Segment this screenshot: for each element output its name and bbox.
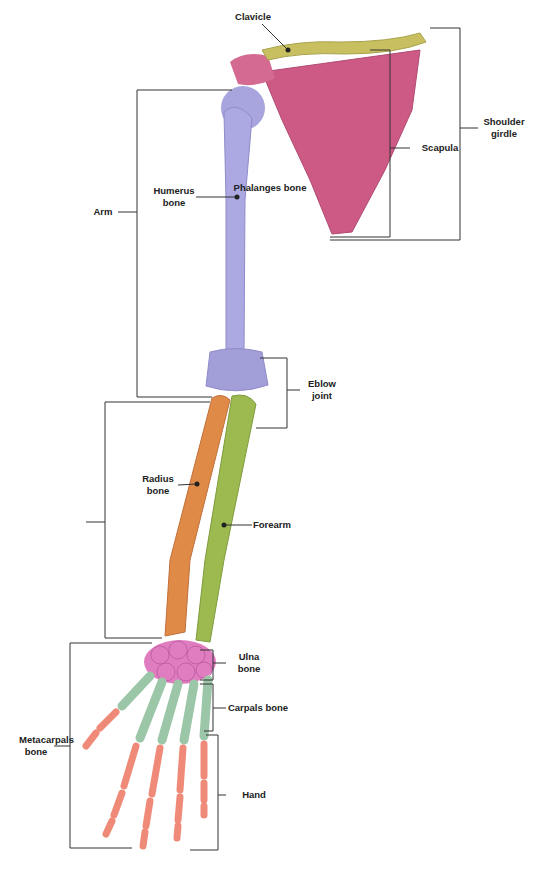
phalanx (124, 746, 136, 786)
carpal (196, 662, 212, 678)
bracket (330, 28, 460, 240)
clavicle-bone (262, 33, 426, 60)
phalanx (180, 748, 183, 790)
phalanx (100, 712, 116, 728)
phalanx (146, 801, 150, 826)
leader-dot (222, 523, 227, 528)
phalanx (201, 744, 208, 776)
part-label: Hand (228, 789, 280, 801)
metacarpal (162, 684, 178, 740)
part-label: Scapula (415, 142, 465, 154)
bracket-tick (287, 390, 300, 391)
phalanx (152, 748, 160, 794)
bracket-tick (54, 746, 70, 747)
bracket (256, 358, 287, 428)
metacarpal (122, 676, 150, 706)
ulna-bone (196, 395, 256, 642)
metacarpal-bones (122, 676, 208, 740)
carpal (169, 641, 187, 659)
metacarpal (140, 682, 162, 738)
leader-dot (195, 482, 200, 487)
humerus-shaft (224, 107, 252, 355)
metacarpal (204, 680, 208, 736)
leader-line (262, 24, 288, 50)
phalanx (201, 783, 208, 800)
leader-line (178, 484, 197, 485)
phalanx (201, 806, 208, 815)
leader-dot (286, 48, 291, 53)
part-label: Ulna bone (227, 651, 271, 675)
carpal (151, 646, 169, 664)
bracket (190, 735, 218, 850)
part-label: Metacarpals bone (19, 734, 53, 758)
phalanx (178, 797, 180, 820)
phalanx (143, 832, 145, 846)
leader-dot (235, 195, 240, 200)
leader-line (196, 197, 237, 198)
phalanx (86, 733, 96, 746)
part-label: Phalanges bone (230, 182, 310, 194)
bracket-tick (390, 148, 410, 149)
bracket-tick (460, 128, 478, 129)
carpal (187, 646, 205, 664)
bracket (200, 684, 213, 731)
scapula-bone (262, 50, 420, 234)
part-label: Forearm (253, 519, 289, 531)
part-label: Radius bone (138, 473, 178, 497)
bracket-lines (54, 24, 478, 850)
phalanx (114, 793, 122, 815)
carpal (177, 663, 195, 681)
part-label: Shoulder girdle (478, 116, 530, 140)
part-label: Eblow joint (302, 378, 342, 402)
bracket-tick (213, 663, 226, 664)
part-label: Carpals bone (227, 702, 289, 714)
bracket (70, 643, 152, 848)
bracket (200, 650, 213, 680)
bracket-tick (213, 708, 226, 709)
humerus-condyles (206, 349, 268, 391)
bracket (105, 402, 210, 638)
bracket-tick (86, 522, 105, 523)
phalanx (106, 821, 112, 834)
bracket (137, 90, 232, 397)
part-label: Arm (88, 206, 118, 218)
leader-dots (195, 48, 291, 528)
leader-line (224, 525, 252, 526)
metacarpal (184, 684, 194, 740)
bracket (330, 50, 390, 237)
phalanx (177, 826, 178, 838)
carpal-outlines (151, 641, 212, 681)
bracket-tick (218, 795, 226, 796)
phalanx-bones (86, 712, 204, 846)
bracket-tick (118, 212, 137, 213)
part-label: Humerus bone (151, 185, 197, 209)
part-label: Clavicle (223, 11, 283, 23)
